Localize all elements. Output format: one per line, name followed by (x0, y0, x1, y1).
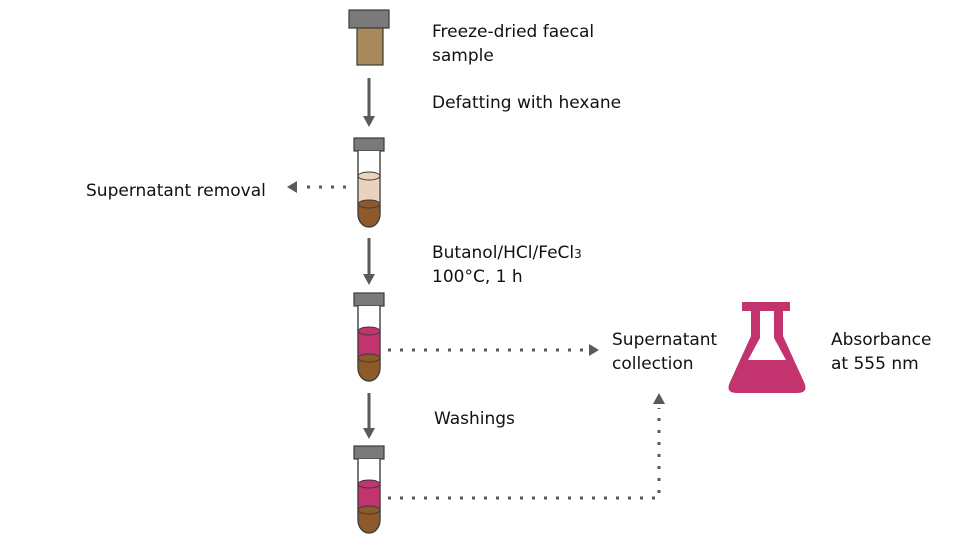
test-tube-2 (353, 292, 385, 382)
collection-label-line1: Supernatant (612, 330, 718, 350)
collection-arrow-2 (388, 393, 665, 500)
sample-vial-icon (348, 9, 390, 66)
conditions-label: 100°C, 1 h (432, 267, 523, 287)
collection-label-line2: collection (612, 354, 694, 374)
sample-label-line1: Freeze-dried faecal (432, 22, 595, 42)
reagent-label-main: Butanol/HCl/FeCl (432, 243, 575, 263)
washings-label: Washings (434, 409, 515, 429)
test-tube-3 (353, 445, 385, 534)
down-arrow-1 (363, 78, 375, 127)
collection-arrow-1 (388, 344, 599, 356)
removal-arrow (287, 181, 346, 193)
reagent-label: Butanol/HCl/FeCl3 (432, 242, 582, 265)
defatting-label: Defatting with hexane (432, 93, 622, 113)
test-tube-1 (353, 137, 385, 228)
reagent-label-subscript: 3 (574, 247, 582, 261)
down-arrow-3 (363, 393, 375, 439)
flask-icon (728, 302, 806, 393)
supernatant-removal-label: Supernatant removal (86, 181, 266, 201)
absorbance-label-line2: at 555 nm (831, 354, 919, 374)
sample-label-line2: sample (432, 46, 494, 66)
down-arrow-2 (363, 238, 375, 285)
absorbance-label-line1: Absorbance (831, 330, 932, 350)
